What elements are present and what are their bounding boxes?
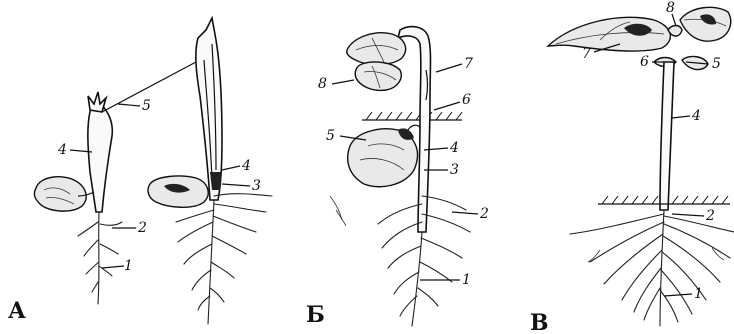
panel-letter-b: Б: [306, 302, 325, 328]
label-a-5: 5: [142, 98, 151, 114]
label-c-1: 1: [694, 286, 703, 302]
label-b-4: 4: [449, 140, 459, 156]
seedling-a1-illustration: [34, 92, 122, 304]
label-c-4: 4: [691, 108, 701, 124]
label-a-2: 2: [137, 220, 147, 236]
label-b-1: 1: [462, 272, 471, 288]
panel-letter-c: В: [530, 310, 549, 334]
label-b-8: 8: [318, 76, 327, 92]
label-b-5: 5: [326, 128, 335, 144]
label-a-1: 1: [124, 258, 133, 274]
label-b-3: 3: [450, 162, 459, 178]
label-c-2: 2: [705, 208, 715, 224]
panel-c: 8 7 6 5 4 2 1 В: [530, 0, 734, 334]
label-c-6: 6: [640, 54, 649, 70]
label-c-8: 8: [666, 0, 675, 16]
label-b-7: 7: [464, 56, 473, 72]
panel-a: 5 4 2 1 4 3 А: [8, 18, 272, 324]
seedling-a2-illustration: [148, 18, 272, 324]
panel-letter-a: А: [8, 298, 26, 324]
seedling-b-illustration: [330, 27, 470, 326]
label-b-2: 2: [479, 206, 489, 222]
label-a-3: 3: [252, 178, 261, 194]
label-c-7: 7: [582, 46, 591, 62]
label-c-5: 5: [712, 56, 721, 72]
label-a-4: 4: [57, 142, 67, 158]
label-a-4b: 4: [241, 158, 251, 174]
label-b-6: 6: [462, 92, 471, 108]
panel-b: 8 7 6 5 4 3 2 1 Б: [306, 27, 489, 328]
